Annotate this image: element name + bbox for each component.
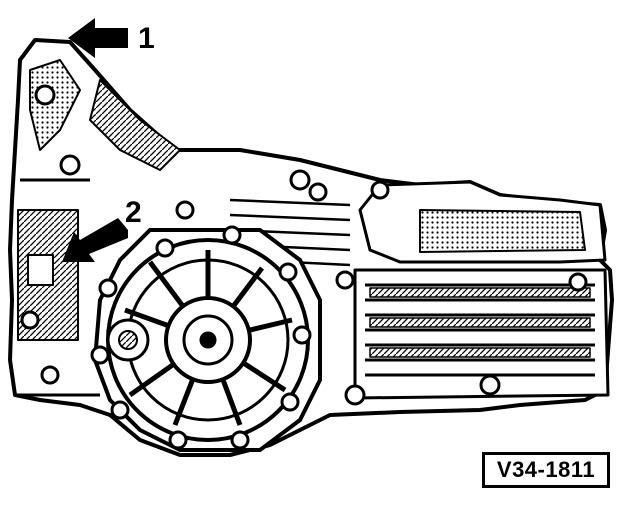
callout-arrow-1: 1	[68, 18, 155, 58]
callout-label-2: 2	[125, 196, 142, 229]
figure-reference-box: V34-1811	[482, 452, 610, 488]
housing-bolts	[20, 84, 588, 406]
callout-label-1: 1	[138, 22, 155, 55]
flange-bolts	[90, 225, 312, 450]
figure-reference-code: V34-1811	[496, 457, 596, 482]
callout-arrow-2: 2	[62, 196, 142, 262]
differential-flange	[92, 228, 322, 452]
